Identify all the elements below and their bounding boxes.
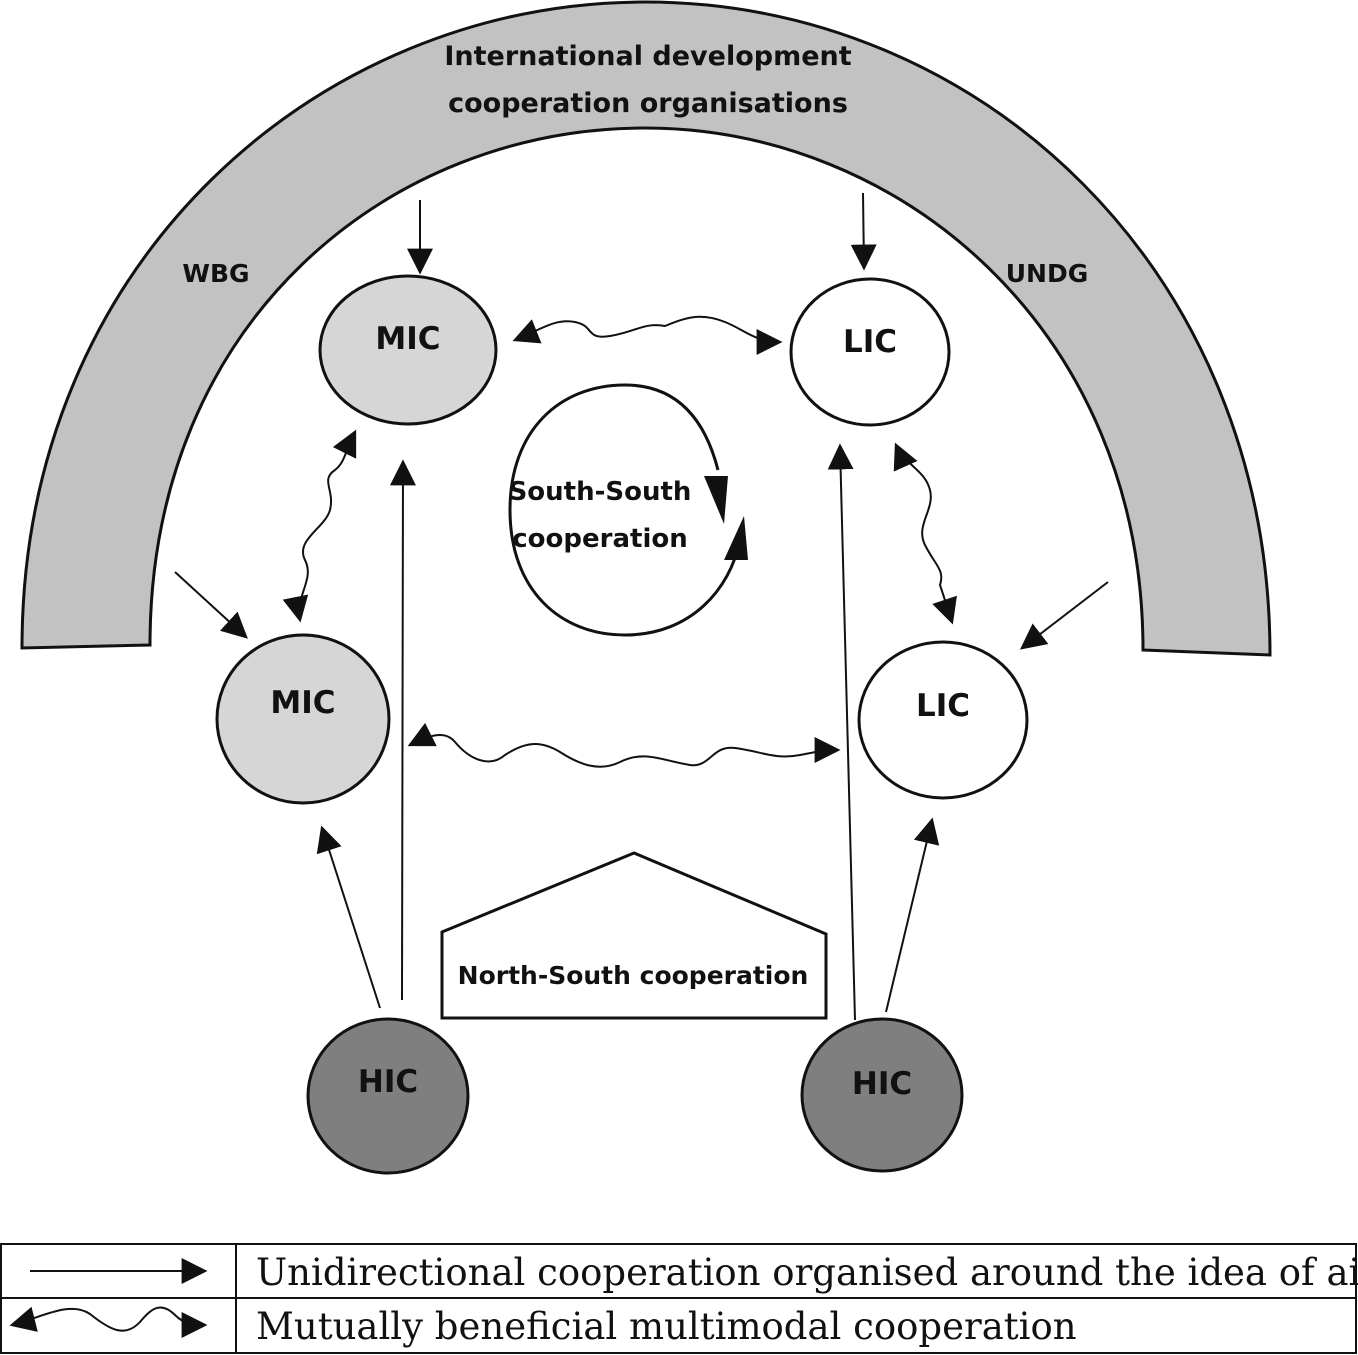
undg-label: UNDG [1006,259,1089,288]
south-south-label-line2: cooperation [512,524,687,554]
lic-top-node [789,277,951,427]
arrow-hic-left-to-mic-left [316,825,381,1009]
arch-title-line2: cooperation organisations [448,88,848,119]
lic-right-label: LIC [916,688,970,724]
hic-right-label: HIC [852,1066,912,1102]
hic-left-node [306,1017,470,1175]
wavy-arrow-mic-left-lic-right [407,722,841,768]
mic-left-label: MIC [270,685,335,721]
legend-unidirectional-label: Unidirectional cooperation organised aro… [256,1251,1358,1294]
wavy-arrow-mic-top-mic-left [282,429,357,623]
arrow-hic-right-to-lic-top [827,443,856,1021]
arrow-arch-to-lic-top [850,192,877,271]
legend-mutual-label: Mutually beneficial multimodal cooperati… [256,1305,1077,1348]
north-south-label: North-South cooperation [458,961,809,990]
organisations-arch [20,0,1272,657]
mic-top-label: MIC [375,321,440,357]
hic-left-label: HIC [358,1064,418,1100]
south-south-arrowhead-down [704,476,728,524]
north-south-shape [440,851,828,1020]
south-south-cycle [508,383,742,637]
lic-top-label: LIC [843,324,897,360]
arch-title-line1: International development [444,41,851,72]
arrow-arch-to-lic-right [1019,581,1109,650]
wavy-arrow-lic-top-lic-right [893,442,957,625]
hic-right-node [800,1017,964,1173]
mic-top-node [318,274,498,426]
arrow-arch-to-mic-left [174,571,248,639]
arrow-hic-right-to-lic-right [885,817,940,1013]
wbg-label: WBG [182,259,249,288]
legend-mutual-arrow [9,1306,208,1338]
lic-right-node [857,640,1029,800]
south-south-label-line1: South-South [509,477,692,507]
arrow-hic-left-to-mic-top [389,459,416,1001]
south-south-arrowhead-up [724,516,748,560]
wavy-arrow-mic-top-lic-top [512,315,783,355]
mic-left-node [215,633,391,805]
